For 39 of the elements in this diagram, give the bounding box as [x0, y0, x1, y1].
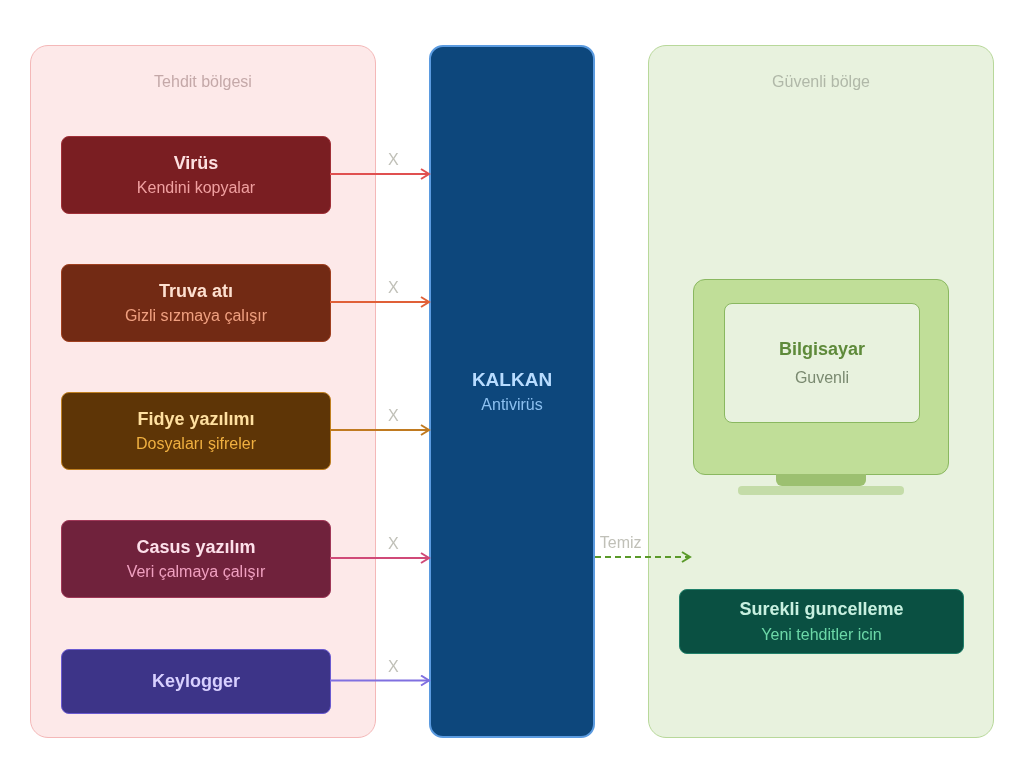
node-title: Surekli guncelleme [739, 598, 904, 621]
node-title: Tehdit bölgesi [154, 72, 252, 92]
node-subtitle: Dosyaları şifreler [136, 434, 256, 455]
node-title: Fidye yazılımı [137, 407, 255, 431]
threat-box [61, 649, 331, 714]
edge-label: X [388, 408, 399, 424]
node-title: Virüs [173, 151, 219, 175]
node-title: Truva atı [159, 279, 233, 303]
update-box [679, 589, 964, 654]
edge-label: X [388, 658, 399, 675]
node-subtitle: Antivirüs [481, 395, 543, 416]
edge-label: X [388, 152, 399, 168]
edge-label: Temiz [599, 535, 642, 551]
node-subtitle: Yeni tehditler icin [761, 624, 882, 645]
node-title: Keylogger [152, 670, 240, 693]
node-title: Bilgisayar [778, 337, 865, 361]
zone-panel [30, 45, 376, 738]
threat-box [61, 264, 331, 342]
threat-box [61, 136, 331, 214]
node-title: Casus yazılım [136, 535, 256, 559]
monitor [693, 279, 949, 475]
arrow [329, 552, 430, 564]
arrow [329, 296, 430, 308]
arrow [329, 168, 430, 180]
arrow [594, 551, 691, 563]
threat-box [61, 520, 331, 598]
node-title: KALKAN [471, 367, 553, 392]
arrow [329, 424, 430, 436]
shield-column [429, 45, 595, 738]
arrow [329, 674, 430, 687]
edge-label: X [388, 536, 399, 552]
node-subtitle: Kendini kopyalar [136, 178, 256, 199]
node-subtitle: Gizli sızmaya çalışır [124, 306, 268, 327]
node-title: Güvenli bölge [772, 72, 870, 92]
edge-label: X [388, 280, 399, 296]
node-subtitle: Veri çalmaya çalışır [126, 562, 266, 583]
threat-box [61, 392, 331, 470]
node-subtitle: Guvenli [794, 368, 850, 389]
zone-panel [648, 45, 994, 738]
